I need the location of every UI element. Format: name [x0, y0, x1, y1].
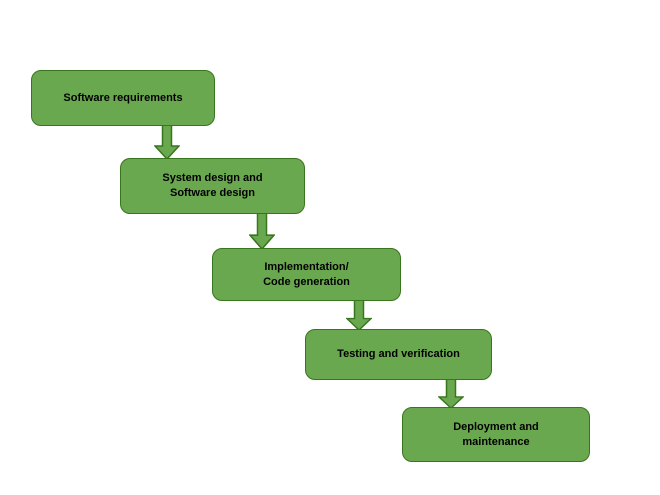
down-arrow-icon	[438, 378, 464, 409]
step-label: Implementation/ Code generation	[263, 260, 350, 288]
step-box-deployment: Deployment and maintenance	[402, 407, 590, 462]
step-box-implementation: Implementation/ Code generation	[212, 248, 401, 301]
down-arrow-icon	[154, 124, 180, 160]
step-label: Software requirements	[63, 91, 183, 104]
step-box-testing: Testing and verification	[305, 329, 492, 380]
step-label: System design and Software design	[162, 172, 263, 199]
down-arrow-icon	[346, 299, 372, 331]
step-label: Deployment and maintenance	[453, 420, 539, 448]
step-box-software-requirements: Software requirements	[31, 70, 215, 126]
step-box-system-design: System design and Software design	[120, 158, 305, 214]
step-label: Testing and verification	[337, 348, 460, 361]
down-arrow-icon	[249, 212, 275, 250]
